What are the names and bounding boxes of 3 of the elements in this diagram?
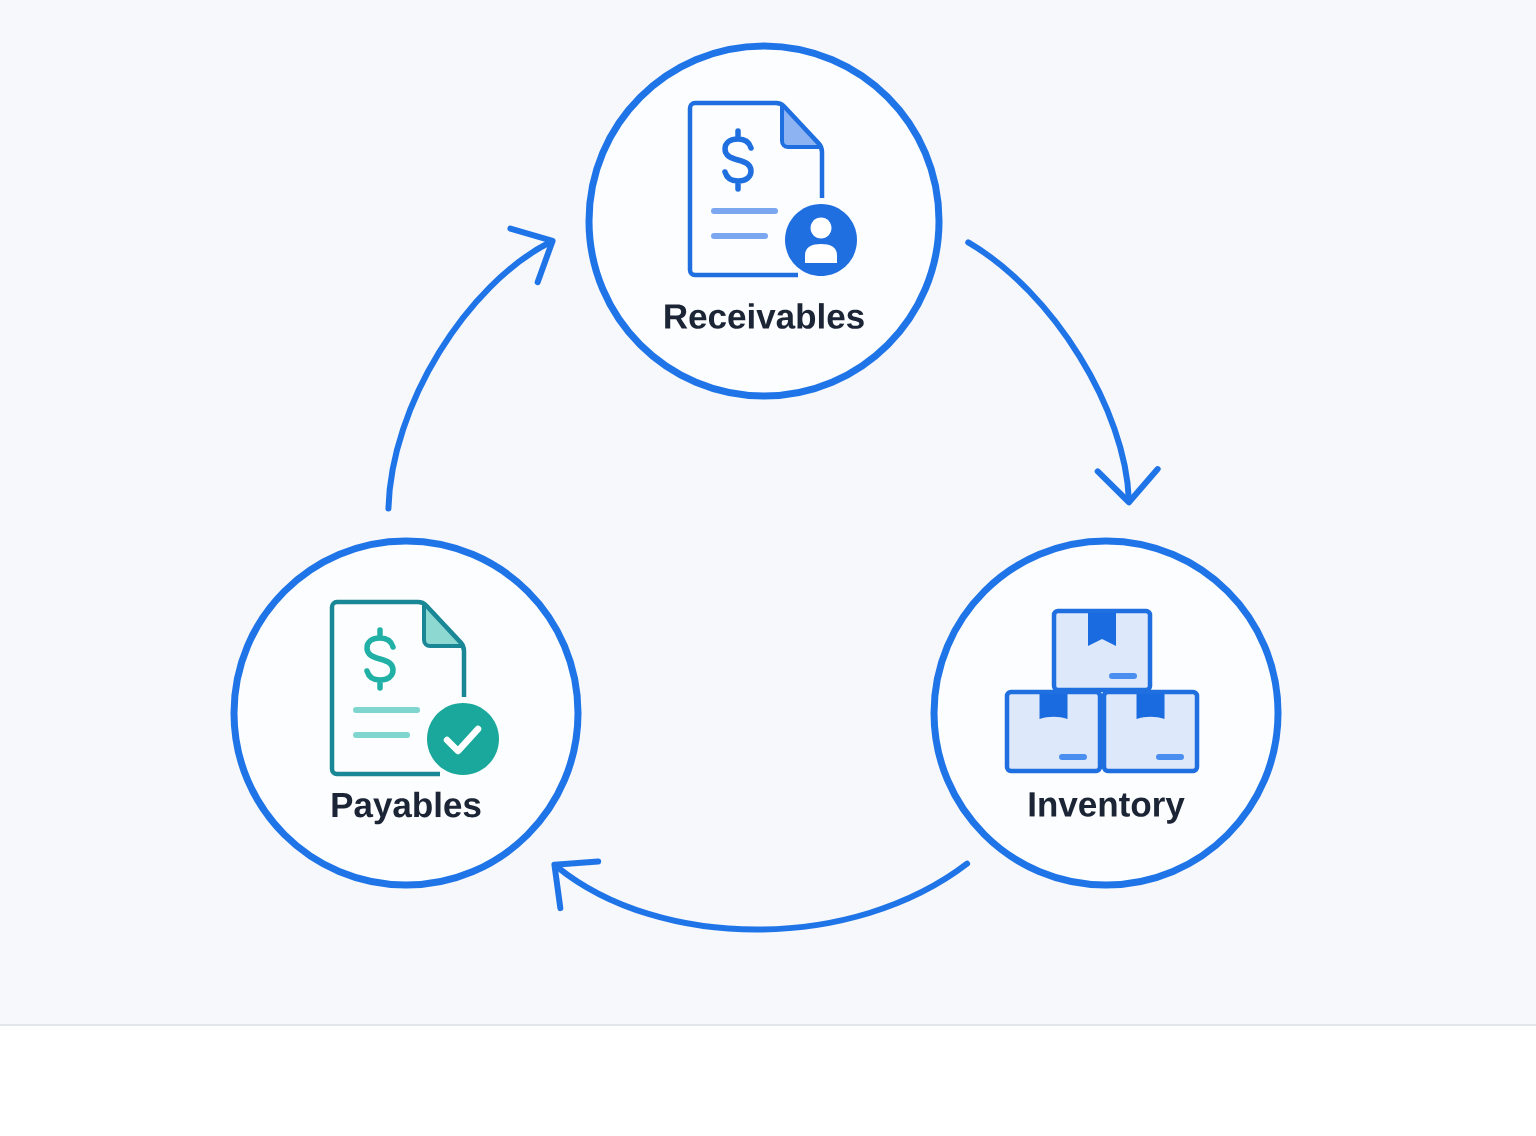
curved-arrow [385, 225, 556, 512]
curved-arrow [965, 239, 1161, 506]
curved-arrow [551, 858, 971, 933]
